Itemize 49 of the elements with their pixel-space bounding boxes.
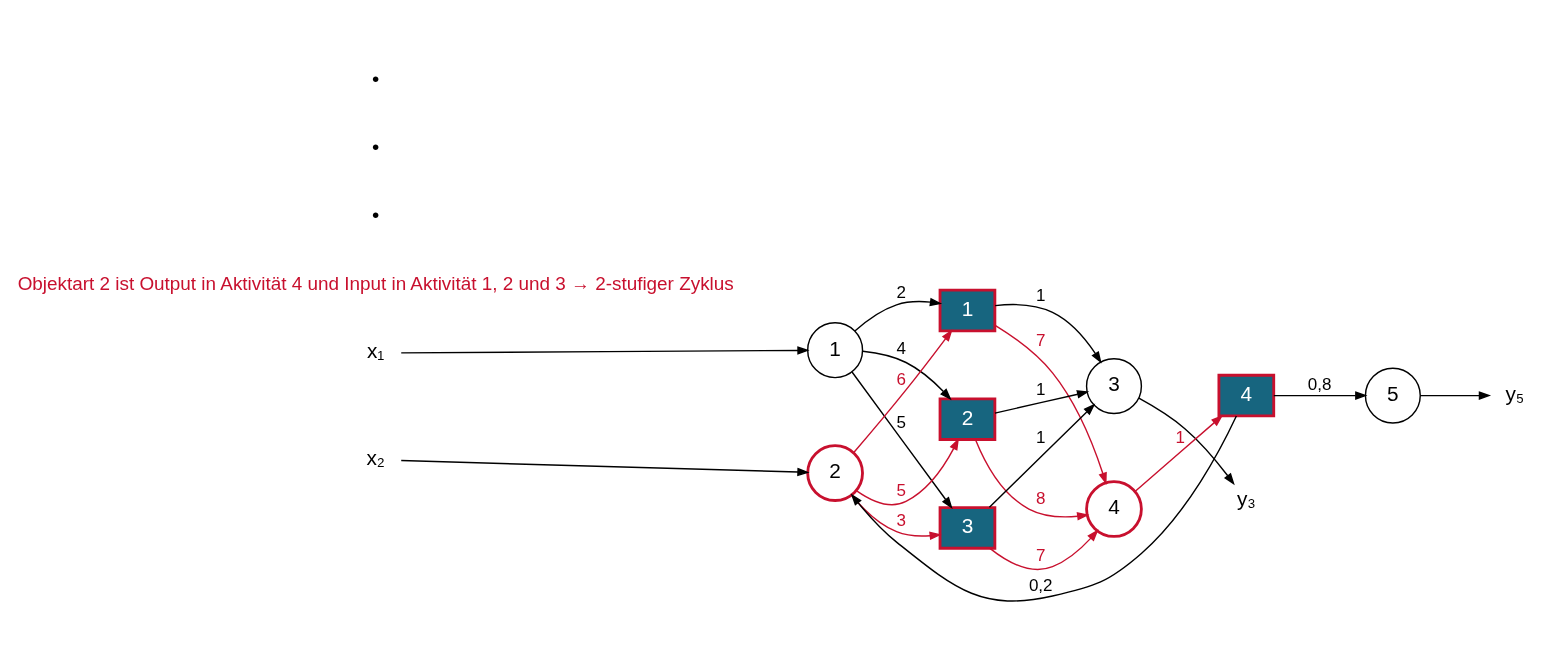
label: Objektart 2 ist Output in Aktivität 4 und Input in Aktivität 1, 2 und 3 → 2-stufiger Zyklus <box>17 272 734 294</box>
arrow <box>854 297 943 332</box>
arrow <box>1273 390 1368 400</box>
node-circle: 1 <box>807 321 864 378</box>
node-text: x₁ <box>366 338 385 362</box>
arrow <box>1419 390 1492 400</box>
arrow <box>994 303 1102 364</box>
node-box: 3 <box>938 505 997 550</box>
edge-label: 1 <box>1035 285 1046 305</box>
arrow <box>989 528 1099 570</box>
edge-label: 4 <box>896 338 907 358</box>
edge-label: 7 <box>1035 545 1046 565</box>
node-box: 2 <box>938 396 997 441</box>
arrow <box>1138 396 1235 485</box>
node-text: y₃ <box>1236 486 1256 510</box>
arrow <box>850 493 942 540</box>
edge-label: 7 <box>1035 330 1046 350</box>
arrow <box>988 402 1096 508</box>
edge-label: 0,8 <box>1307 374 1332 394</box>
arrow <box>400 345 810 355</box>
label: • <box>372 66 380 90</box>
node-circle: 4 <box>1085 479 1143 538</box>
node-circle: 5 <box>1364 366 1421 424</box>
arrow <box>862 350 952 400</box>
edge-label: 1 <box>1175 427 1185 447</box>
node-box: 4 <box>1217 373 1276 417</box>
edge-label: 2 <box>896 282 907 302</box>
edge-label: 1 <box>1035 427 1046 447</box>
node-circle: 2 <box>806 443 864 502</box>
arrow <box>850 414 1238 602</box>
arrow <box>1134 414 1224 492</box>
arrow <box>851 370 953 509</box>
arrow <box>994 389 1090 414</box>
arrow <box>974 438 1090 521</box>
edge-label: 0,2 <box>1028 575 1053 595</box>
node-text: x₂ <box>366 445 385 469</box>
label: • <box>372 202 380 226</box>
edge-label: 6 <box>896 369 907 389</box>
arrow <box>852 328 953 453</box>
arrow <box>994 324 1107 485</box>
node-box: 1 <box>938 288 997 332</box>
arrow <box>400 459 810 476</box>
edge-label: 5 <box>896 412 907 432</box>
label: • <box>372 134 380 158</box>
edge-label: 3 <box>896 510 907 530</box>
edge-label: 1 <box>1035 379 1046 399</box>
node-text: y₅ <box>1505 381 1525 405</box>
edge-label: 5 <box>896 480 907 500</box>
edge-label: 8 <box>1035 488 1046 508</box>
